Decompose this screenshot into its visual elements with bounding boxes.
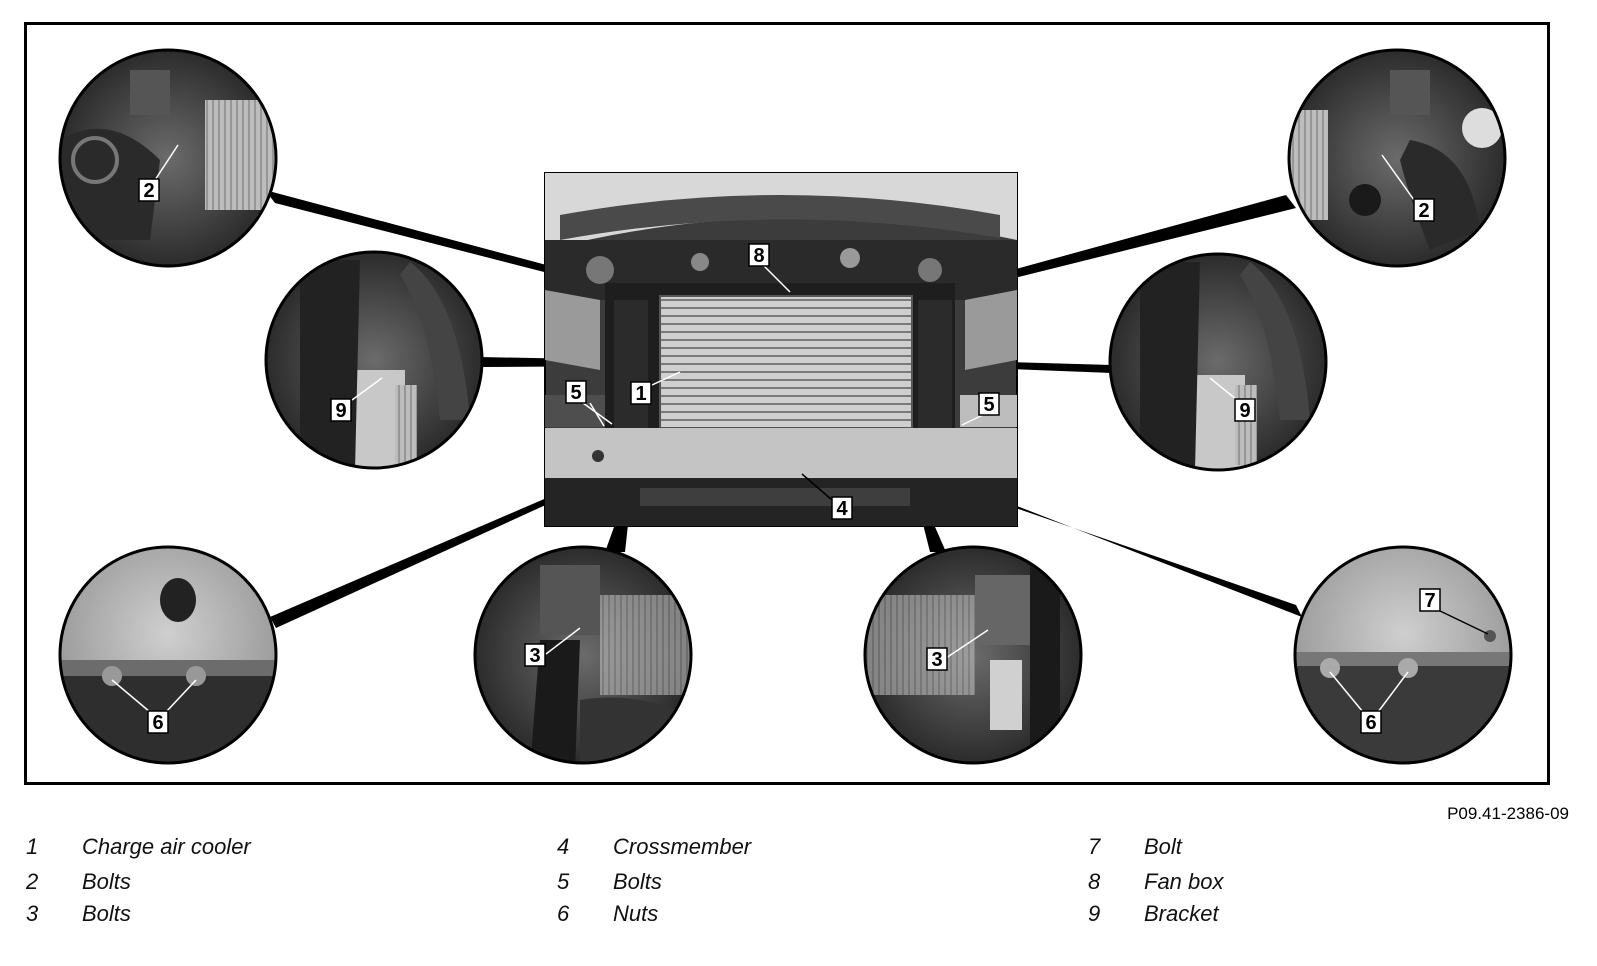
svg-text:5: 5	[570, 382, 581, 404]
detail-circle-bracket-9-left: 9	[264, 250, 484, 470]
svg-text:3: 3	[529, 645, 540, 667]
legend-label: Bolts	[82, 901, 131, 926]
detail-circle-nuts-6-left: 6	[58, 545, 278, 765]
svg-text:6: 6	[1365, 712, 1376, 734]
svg-text:4: 4	[836, 498, 848, 520]
detail-circle-bolts-3-right: 3	[863, 545, 1083, 765]
legend-label: Bracket	[1144, 901, 1219, 926]
detail-circle-bracket-9-right: 9	[1108, 252, 1328, 472]
legend-number: 2	[26, 869, 39, 894]
svg-text:3: 3	[931, 649, 942, 671]
svg-text:1: 1	[635, 383, 646, 405]
callout-5-right: 5	[978, 392, 1000, 416]
legend-number: 6	[557, 901, 570, 926]
svg-text:7: 7	[1424, 590, 1435, 612]
legend-number: 7	[1088, 834, 1101, 859]
legend-label: Bolts	[82, 869, 131, 894]
detail-circle-nuts-6-bolt-7-right: 6 7	[1293, 545, 1513, 765]
legend-number: 9	[1088, 901, 1101, 926]
legend-label: Charge air cooler	[82, 834, 251, 859]
svg-text:5: 5	[983, 394, 994, 416]
svg-text:8: 8	[753, 245, 764, 267]
svg-text:9: 9	[335, 400, 346, 422]
callout-4: 4	[831, 496, 853, 520]
legend-label: Bolts	[613, 869, 662, 894]
legend-label: Crossmember	[613, 834, 752, 859]
legend-label: Bolt	[1144, 834, 1182, 859]
legend-number: 4	[557, 834, 570, 859]
callout-8: 8	[748, 243, 770, 267]
svg-text:6: 6	[152, 712, 163, 734]
legend-label: Nuts	[613, 901, 659, 926]
svg-text:2: 2	[1418, 200, 1429, 222]
main-photo: 8 1 5 5 4	[544, 172, 1018, 527]
detail-circle-bolts-2-left: 2	[58, 48, 278, 268]
callout-1: 1	[630, 381, 652, 405]
legend-number: 8	[1088, 869, 1101, 894]
legend-number: 3	[26, 901, 39, 926]
detail-circle-bolts-3-left: 3	[473, 545, 693, 765]
legend-number: 1	[26, 834, 39, 859]
detail-circle-bolts-2-right: 2	[1287, 48, 1507, 268]
callout-5-left: 5	[565, 380, 587, 404]
legend-label: Fan box	[1144, 869, 1224, 894]
svg-text:9: 9	[1239, 400, 1250, 422]
svg-text:2: 2	[143, 180, 154, 202]
figure-code: P09.41-2386-09	[1447, 804, 1569, 823]
legend-number: 5	[557, 869, 570, 894]
